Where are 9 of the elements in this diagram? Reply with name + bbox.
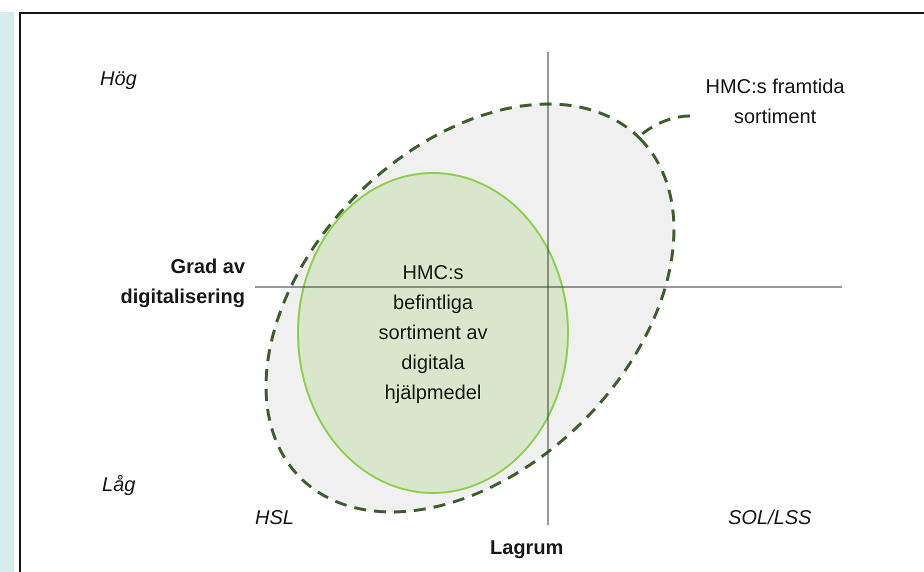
axis-title: Lagrum: [490, 536, 564, 561]
quadrant-label: HSL: [255, 506, 294, 531]
callout-text: HMC:s framtida sortiment: [704, 75, 846, 130]
axis-level-label: Hög: [100, 67, 137, 92]
ellipse-label: HMC:s befintliga sortiment av digitala hjälpmedel: [378, 261, 488, 406]
axis-level-label: Låg: [102, 473, 136, 498]
axis-title: Grad av digitalisering: [120, 255, 245, 310]
ellipse-area: [297, 172, 569, 494]
quadrant-label: SOL/LSS: [728, 506, 812, 531]
